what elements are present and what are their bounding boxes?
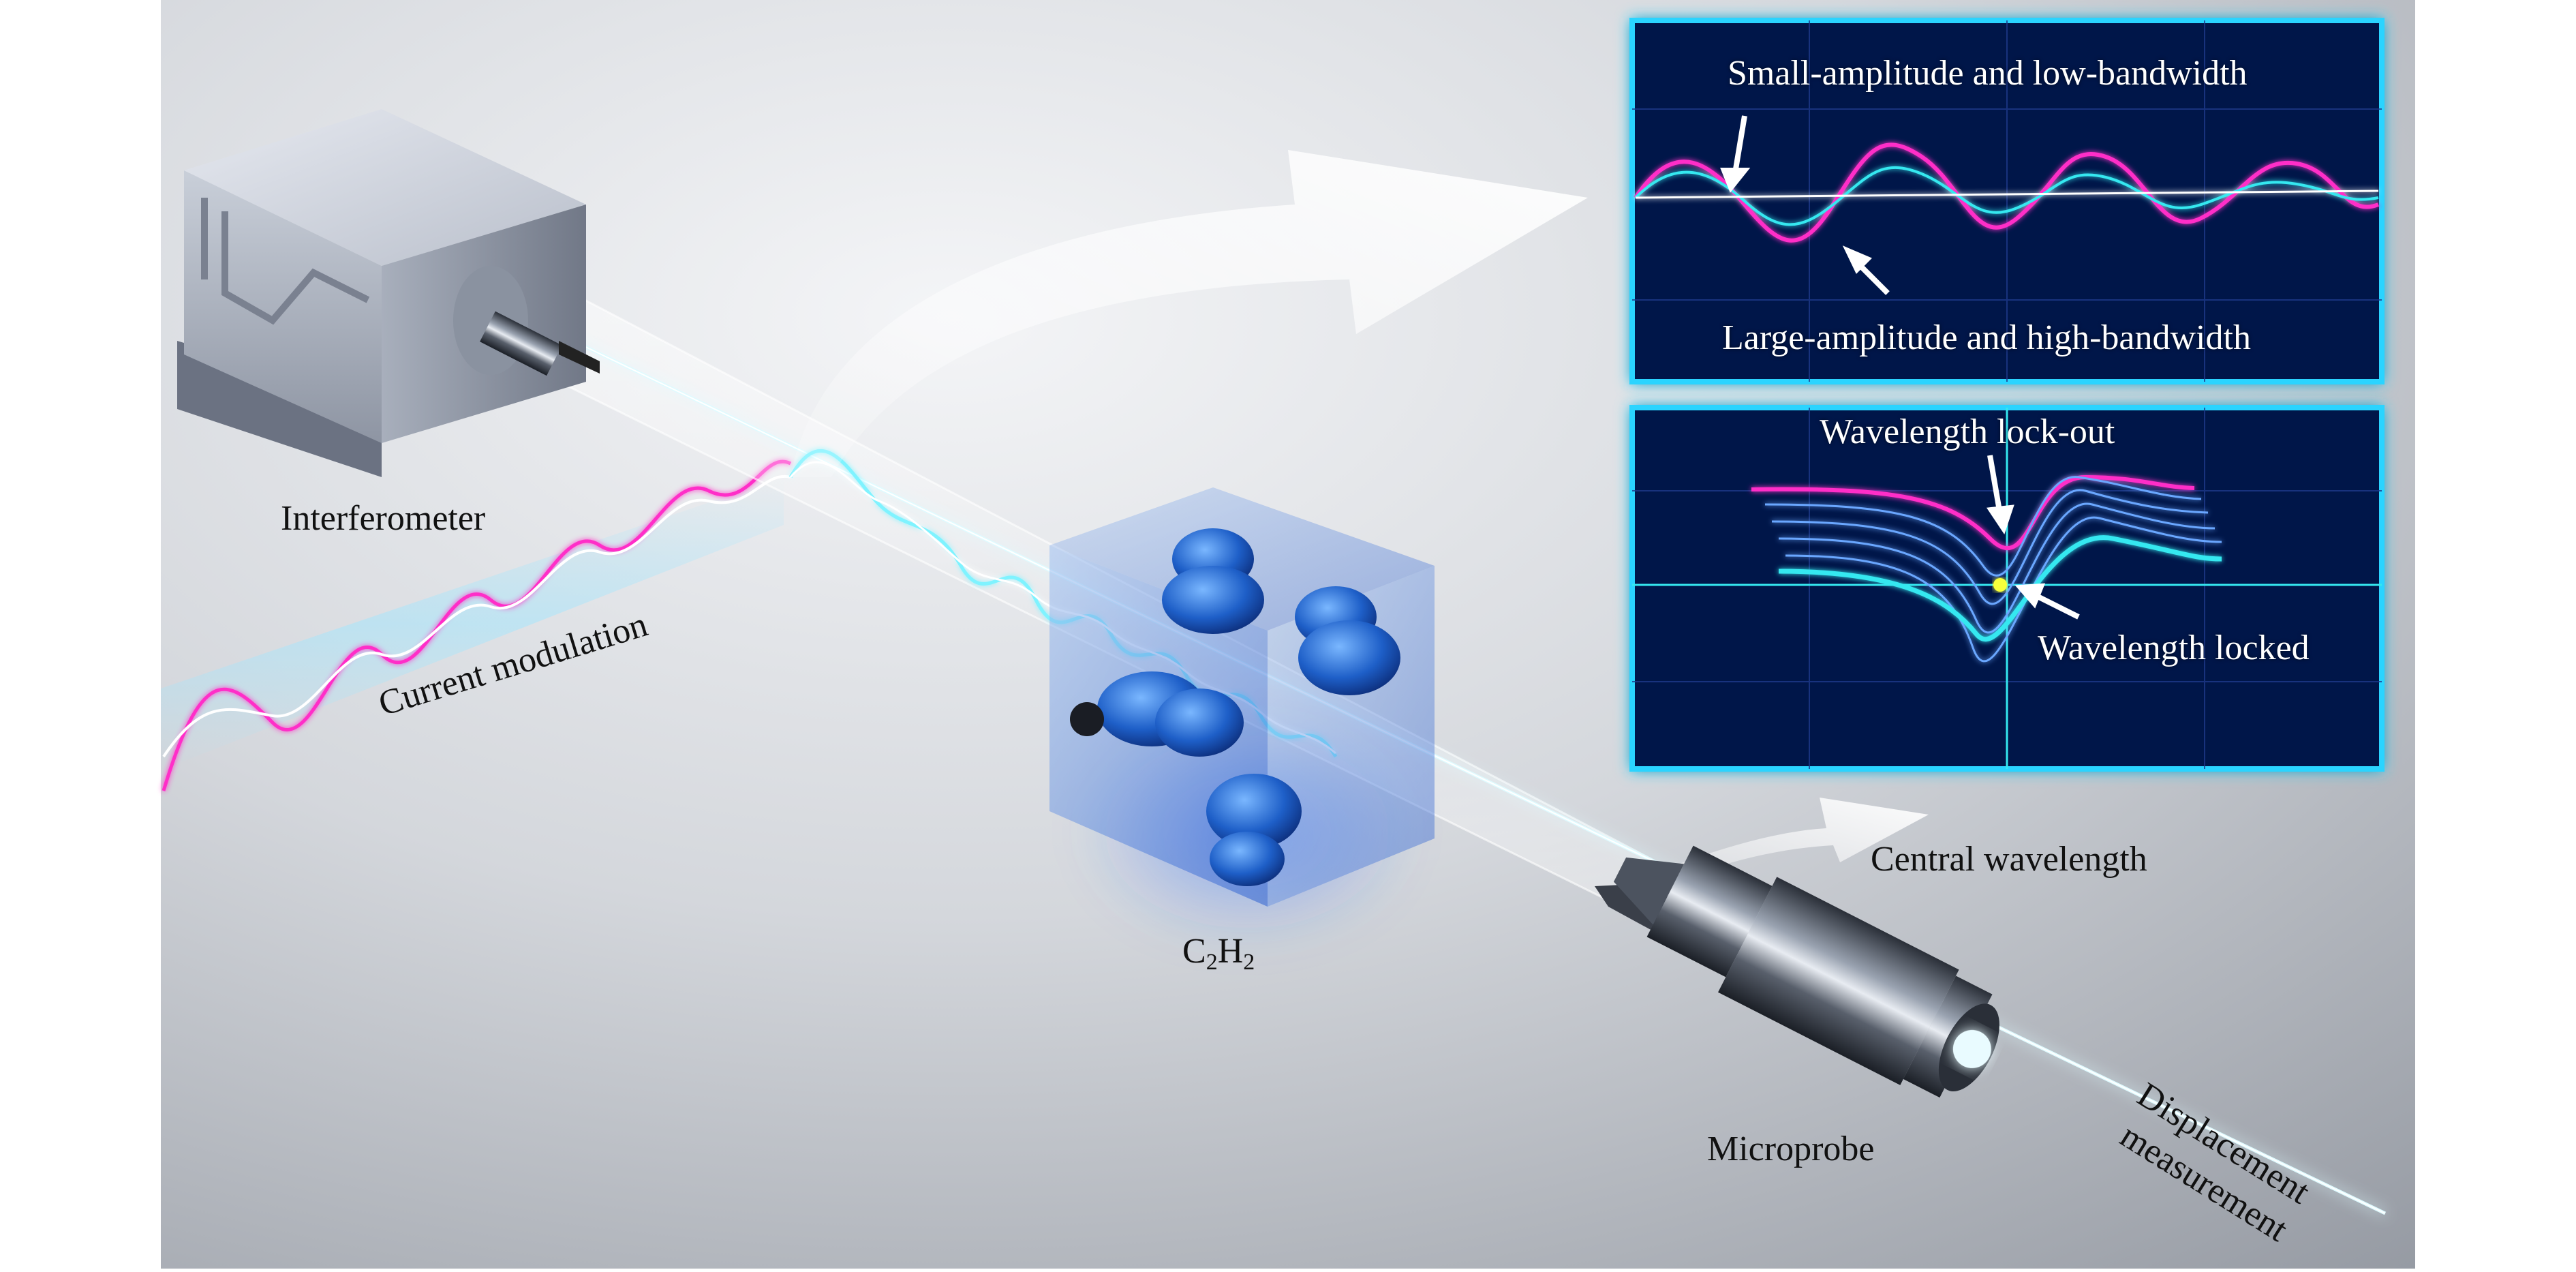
- bottom-panel: [1629, 405, 2385, 772]
- top-panel-waves: [1634, 142, 2380, 243]
- modulation-beam: [161, 459, 792, 791]
- bottom-panel-curves: [1751, 474, 2222, 663]
- interferometer-device: [177, 109, 600, 477]
- label-large-amplitude: Large-amplitude and high-bandwidth: [1722, 318, 2251, 357]
- label-c2h2-c: C: [1182, 932, 1206, 971]
- label-c2h2: C2H2: [1182, 934, 1255, 974]
- label-wavelength-locked: Wavelength locked: [2038, 629, 2310, 667]
- microprobe-device: [1595, 845, 1999, 1098]
- label-interferometer: Interferometer: [281, 499, 486, 538]
- locked-point: [1993, 578, 2007, 592]
- c2h2-cell: [1049, 487, 1435, 948]
- label-c2h2-h: H: [1217, 932, 1244, 971]
- label-microprobe: Microprobe: [1707, 1130, 1875, 1168]
- label-wavelength-lockout: Wavelength lock-out: [1820, 412, 2115, 451]
- flow-arrows: [791, 150, 1929, 900]
- bottom-panel-arrows: [1987, 455, 2080, 620]
- label-central-wavelength: Central wavelength: [1871, 840, 2147, 879]
- label-small-amplitude: Small-amplitude and low-bandwidth: [1728, 54, 2248, 93]
- top-panel: [1629, 18, 2385, 384]
- label-c2h2-sub1: 2: [1206, 950, 1218, 975]
- top-panel-arrows: [1720, 115, 1890, 295]
- label-c2h2-sub2: 2: [1243, 950, 1255, 975]
- molecule-orbitals: [1070, 528, 1400, 886]
